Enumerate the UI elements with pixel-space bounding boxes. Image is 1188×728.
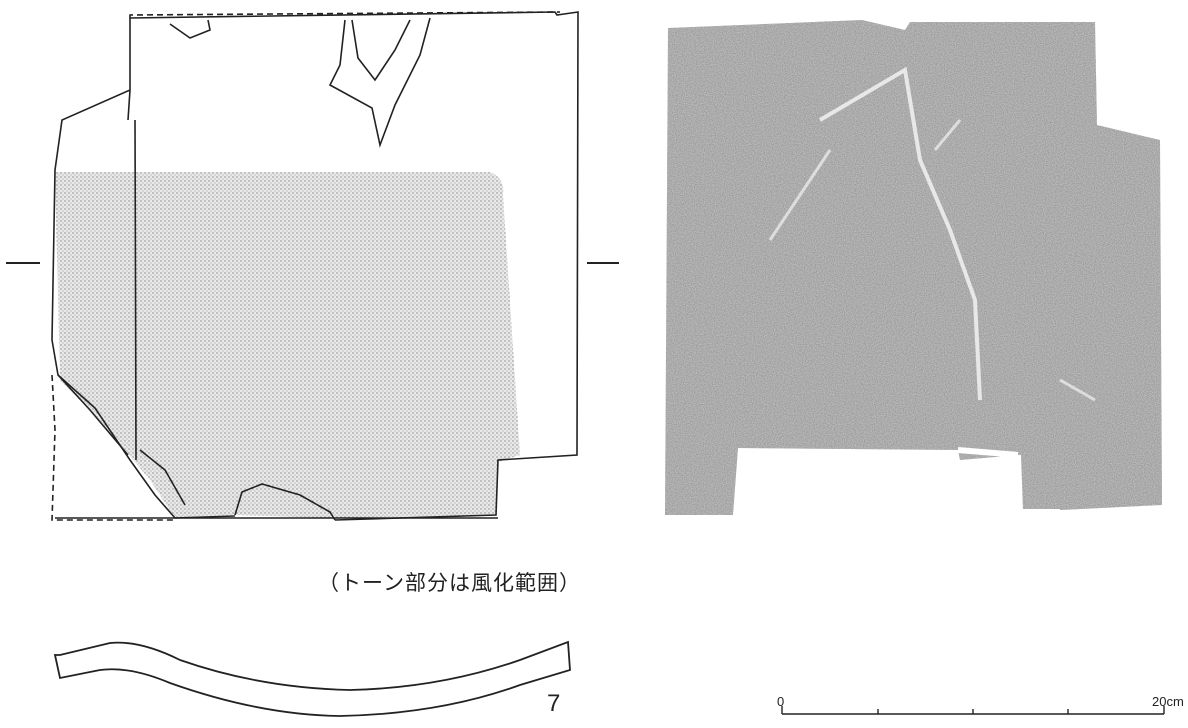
tile-drawing-top [51,11,579,521]
scale-start-label: 0 [777,694,785,709]
figure-number: 7 [547,690,561,717]
scale-bar [781,706,1165,715]
tile-cross-section [53,640,571,717]
weathered-area [55,172,520,518]
tile-rubbing [665,20,1162,515]
scale-end-label: 20cm [1152,694,1184,709]
weathering-caption: （トーン部分は風化範囲） [318,571,581,595]
